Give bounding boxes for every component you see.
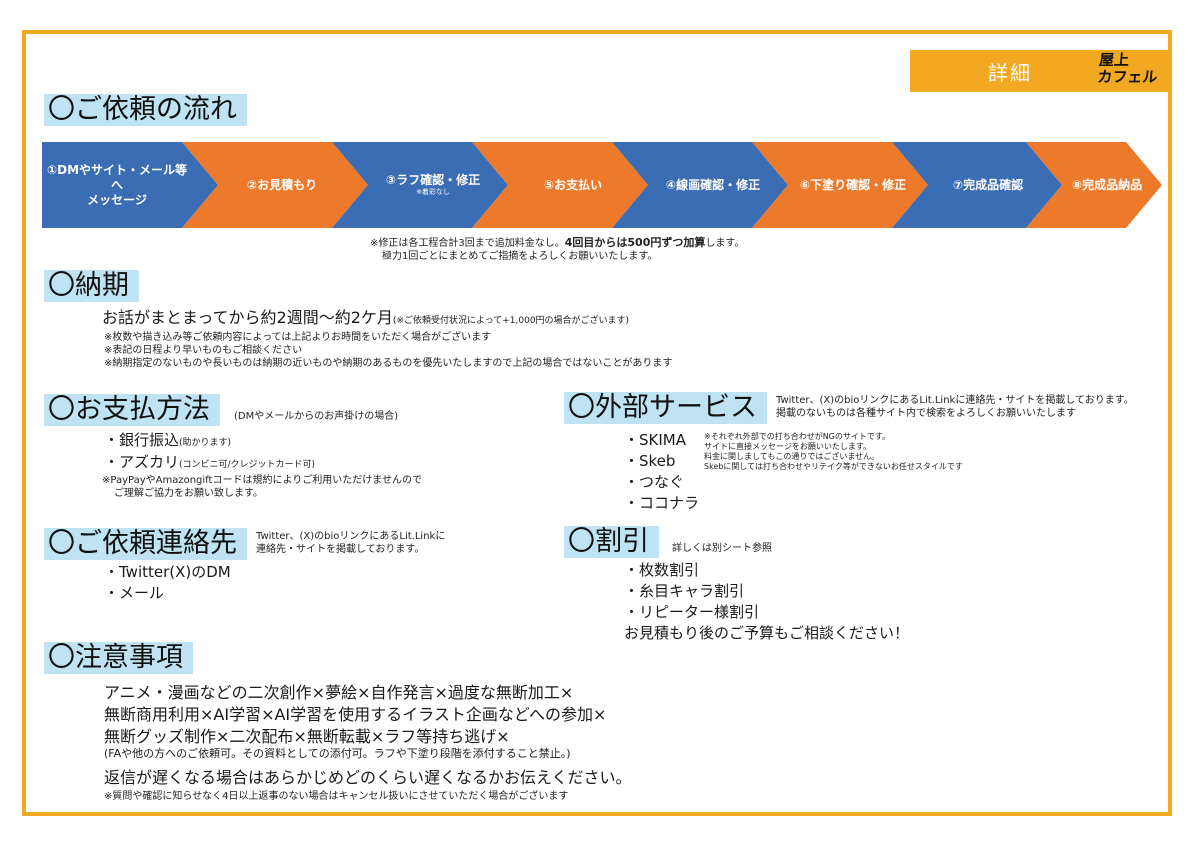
external-item-tsunagu: ・つなぐ — [624, 473, 685, 491]
flow-step-1: ①DMやサイト・メール等へ メッセージ — [46, 162, 188, 207]
caution-line-1: アニメ・漫画などの二次創作×夢絵×自作発言×過度な無断加工× — [104, 683, 574, 702]
flow-step-6: ⑥下塗り確認・修正 — [799, 177, 907, 192]
flow-step-2-shape — [182, 142, 368, 228]
header-bar: 詳細 — [910, 50, 1172, 92]
flow-step-4: ⑤お支払い — [543, 177, 603, 192]
contact-desc-2: 連絡先・サイトを掲載しております。 — [256, 544, 425, 555]
contact-item-twitter: ・Twitter(X)のDM — [104, 563, 231, 581]
flow-chevrons: ①DMやサイト・メール等へ メッセージ ②お見積もり ③ラフ確認・修正 ※着彩な… — [42, 142, 1162, 228]
payment-subtitle: (DMやメールからのお声掛けの場合) — [234, 411, 399, 422]
contact-title: 〇ご依頼連絡先 — [44, 528, 247, 560]
discount-item-count: ・枚数割引 — [624, 561, 700, 579]
flow-step-1-shape — [42, 142, 218, 228]
external-note-3: 料金に関しましてもこの通りではございません。 — [704, 452, 880, 461]
flow-step-8-shape — [1026, 142, 1162, 228]
external-note-1: ※それぞれ外部での打ち合わせがNGのサイトです。 — [704, 432, 891, 441]
discount-subtitle: 詳しくは別シート参照 — [672, 543, 772, 554]
external-note-2: サイトに直接メッセージをお願いいたします。 — [704, 442, 872, 451]
flow-step-5: ④線画確認・修正 — [665, 177, 761, 192]
discount-item-repeater: ・リピーター様割引 — [624, 603, 760, 621]
flow-title: 〇ご依頼の流れ — [44, 94, 247, 126]
caution-line-3: 無断グッズ制作×二次配布×無断転載×ラフ等持ち逃げ× — [104, 727, 510, 746]
external-item-coconala: ・ココナラ — [624, 494, 700, 512]
flow-step-4-shape — [472, 142, 648, 228]
flow-arrow-graphic — [42, 142, 1162, 228]
flow-step-7: ⑦完成品確認 — [952, 177, 1024, 192]
logo-line-1: 屋上 — [1098, 51, 1131, 69]
payment-note-1: ※PayPayやAmazongiftコードは規約によりご利用いただけませんので — [102, 475, 422, 486]
detail-label: 詳細 — [988, 60, 1032, 85]
delivery-note-2: ※表記の日程より早いものもご相談ください — [104, 345, 303, 356]
payment-item-bank: ・銀行振込(助かります) — [104, 431, 232, 449]
caution-reply: 返信が遅くなる場合はあらかじめどのくらい遅くなるかお伝えください。 — [104, 768, 632, 787]
payment-title: 〇お支払方法 — [44, 394, 220, 426]
caution-cancel: ※質問や確認に知らせなく4日以上返事のない場合はキャンセル扱いにさせていただく場… — [104, 791, 569, 802]
external-desc-2: 掲載のないものは各種サイト内で検索をよろしくお願いいたします — [776, 408, 1076, 419]
flow-step-5-shape — [612, 142, 788, 228]
flow-step-2: ②お見積もり — [246, 177, 318, 192]
flow-note-1: ※修正は各工程合計3回まで追加料金なし。4回目からは500円ずつ加算します。 — [370, 236, 745, 249]
delivery-note-3: ※納期指定のないものや長いものは納期の近いものや納期のあるものを優先いたしますの… — [104, 358, 673, 369]
external-title: 〇外部サービス — [564, 392, 767, 424]
contact-item-mail: ・メール — [104, 584, 165, 602]
flow-step-3: ③ラフ確認・修正 ※着彩なし — [385, 173, 481, 196]
brand-logo: 屋上 カフェル — [1096, 51, 1160, 90]
external-item-skima: ・SKIMA — [624, 431, 686, 449]
page-frame — [22, 30, 1172, 816]
flow-step-6-shape — [752, 142, 928, 228]
flow-step-3-shape — [332, 142, 508, 228]
external-note-4: Skebに関しては打ち合わせやリテイク等ができないお任せスタイルです — [704, 462, 963, 471]
logo-line-2: カフェル — [1096, 68, 1159, 86]
external-desc-1: Twitter、(X)のbioリンクにあるLit.Linkに連絡先・サイトを掲載… — [776, 395, 1134, 406]
delivery-main: お話がまとまってから約2週間〜約2ケ月(※ご依頼受付状況によって+1,000円の… — [102, 308, 630, 327]
caution-paren: (FAや他の方へのご依頼可。その資料としての添付可。ラフや下塗り段階を添付するこ… — [104, 747, 571, 760]
discount-footer: お見積もり後のご予算もご相談ください！ — [624, 624, 910, 642]
flow-step-7-shape — [892, 142, 1062, 228]
discount-item-itome: ・糸目キャラ割引 — [624, 582, 745, 600]
payment-item-azukari: ・アズカリ(コンビニ可/クレジットカード可) — [104, 453, 316, 471]
flow-step-8: ⑧完成品納品 — [1071, 177, 1143, 192]
delivery-note-1: ※枚数や描き込み等ご依頼内容によっては上記よりお時間をいただく場合がございます — [104, 332, 492, 343]
caution-line-2: 無断商用利用×AI学習×AI学習を使用するイラスト企画などへの参加× — [104, 705, 607, 724]
flow-note-2: 極力1回ごとにまとめてご指摘をよろしくお願いいたします。 — [382, 251, 658, 262]
contact-desc-1: Twitter、(X)のbioリンクにあるLit.Linkに — [256, 531, 446, 542]
discount-title: 〇割引 — [564, 526, 659, 558]
external-item-skeb: ・Skeb — [624, 452, 676, 470]
caution-title: 〇注意事項 — [44, 642, 193, 674]
payment-note-2: ご理解ご協力をお願い致します。 — [114, 488, 263, 499]
delivery-title: 〇納期 — [44, 270, 139, 302]
